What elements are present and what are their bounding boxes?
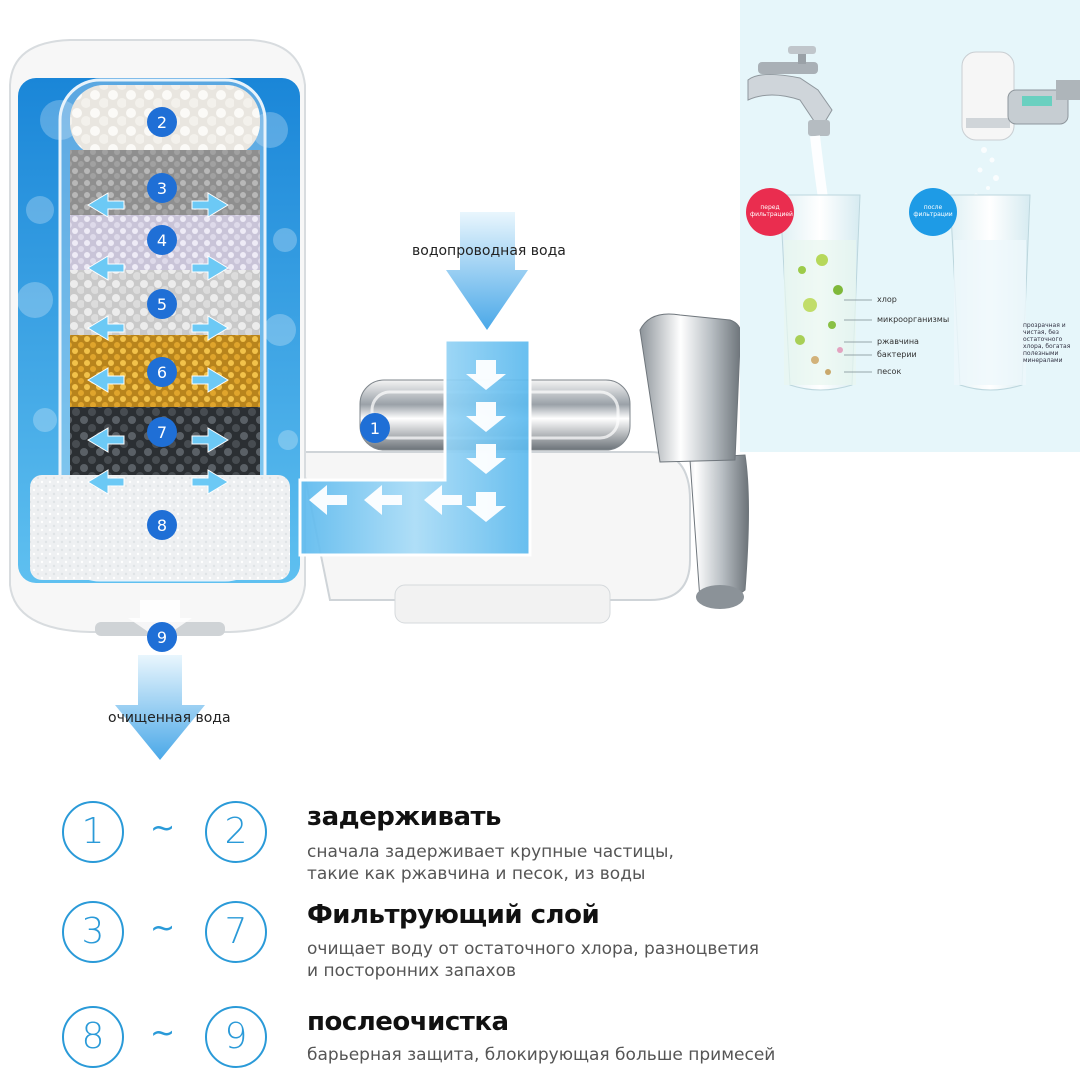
layer-badge-1: [360, 413, 390, 443]
stage-desc-line2: такие как ржавчина и песок, из воды: [307, 864, 646, 884]
after-filtration-badge: [909, 188, 957, 236]
layer-badge-number: 5: [157, 295, 167, 314]
before-after-illustration: [746, 46, 1080, 391]
layer-badge-9: [147, 622, 177, 652]
layer-number-badges: 1 2 3 4 5 6 7 8 9: [147, 107, 390, 652]
stage-end-number: 9: [205, 1006, 267, 1068]
layer-badge-7: [147, 417, 177, 447]
impurity-chlorine: хлор: [877, 295, 897, 304]
before-badge-text: перед фильтрацией: [750, 204, 793, 218]
impurity-bacteria: бактерии: [877, 350, 917, 359]
layer-badge-number: 8: [157, 516, 167, 535]
filter-housing: [9, 39, 306, 636]
stage-title: Фильтрующий слой: [307, 900, 600, 930]
stage-title: послеочистка: [307, 1007, 509, 1037]
layer-badge-5: [147, 289, 177, 319]
impurity-microorganisms: микроорганизмы: [877, 315, 950, 324]
tilde-separator: ~: [150, 911, 176, 946]
stage-start-number: 8: [62, 1006, 124, 1068]
tilde-separator: ~: [150, 1016, 176, 1051]
before-filtration-badge: [746, 188, 794, 236]
stage-end-number: 2: [205, 801, 267, 863]
layer-badge-number: 6: [157, 363, 167, 382]
filter-faucet-icon: [961, 51, 1080, 141]
purified-water-label: очищенная вода: [108, 710, 231, 726]
stage-desc-line2: и посторонних запахов: [307, 961, 517, 981]
stage-end-number: 7: [205, 901, 267, 963]
stage-title: задерживать: [307, 802, 502, 832]
stage-start-number: 1: [62, 801, 124, 863]
layer-badge-8: [147, 510, 177, 540]
layer-badge-6: [147, 357, 177, 387]
layer-badge-number: 1: [370, 419, 380, 438]
after-badge-text: после фильтрации: [913, 204, 953, 218]
layer-badge-4: [147, 225, 177, 255]
water-channel: [115, 212, 532, 760]
stage-desc-line1: сначала задерживает крупные частицы,: [307, 842, 674, 862]
impurity-sand: песок: [877, 367, 902, 376]
layer-badge-number: 9: [157, 628, 167, 647]
layer-badge-2: [147, 107, 177, 137]
before-after-inset: перед фильтрацией после фильтрации хлор …: [740, 0, 1080, 452]
layer-badge-number: 3: [157, 179, 167, 198]
clean-water-note: прозрачная и чистая, без остаточного хло…: [1023, 322, 1071, 364]
filtration-stages: 1 ~ 2 задерживать сначала задерживает кр…: [0, 780, 1080, 1080]
layer-badge-number: 7: [157, 423, 167, 442]
stage-start-number: 3: [62, 901, 124, 963]
tilde-separator: ~: [150, 811, 176, 846]
stage-desc-line1: очищает воду от остаточного хлора, разно…: [307, 939, 760, 959]
impurity-rust: ржавчина: [877, 337, 919, 346]
filter-cutaway-diagram: 1 2 3 4 5 6 7 8 9: [9, 39, 749, 760]
stage-desc-line1: барьерная защита, блокирующая больше при…: [307, 1045, 776, 1065]
layer-badge-number: 4: [157, 231, 167, 250]
tap-water-label: водопроводная вода: [412, 243, 566, 259]
layer-badge-3: [147, 173, 177, 203]
layer-badge-number: 2: [157, 113, 167, 132]
plain-faucet-icon: [747, 46, 833, 136]
